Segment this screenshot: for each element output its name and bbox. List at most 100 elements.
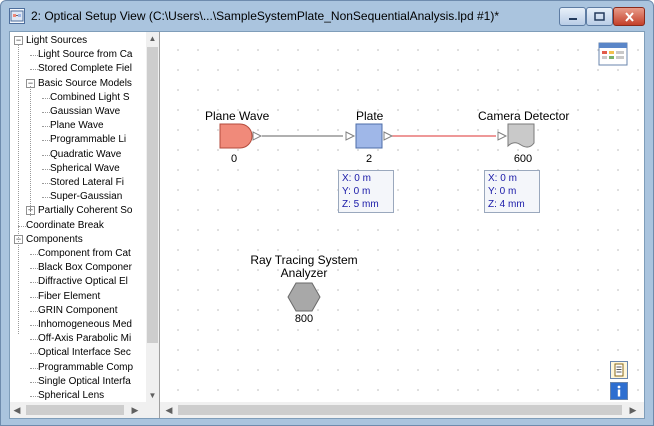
plate-label: Plate [356, 109, 384, 123]
tree-item[interactable]: Inhomogeneous Med [38, 319, 132, 330]
maximize-icon [594, 12, 605, 21]
minimize-icon [568, 17, 577, 20]
tree-connector [42, 183, 50, 184]
tree-item[interactable]: Optical Interface Sec [38, 347, 131, 359]
tree-item[interactable]: Gaussian Wave [50, 106, 121, 117]
tree-item[interactable]: Programmable Li [50, 134, 127, 146]
camera-detector-label: Camera Detector [478, 109, 570, 123]
tree-item[interactable]: Black Box Componer [38, 262, 132, 274]
tree-item[interactable]: Plane Wave [50, 120, 104, 132]
tree-vertical-scroll-thumb[interactable] [147, 47, 158, 343]
tree-connector [30, 69, 38, 71]
tree-horizontal-scroll-thumb[interactable] [26, 405, 124, 415]
tree-connector [42, 112, 50, 113]
tree-item[interactable]: Light Source from Ca [38, 49, 133, 61]
tree-item[interactable]: Super-Gaussian [50, 191, 123, 203]
tree-item[interactable]: Spherical Lens [38, 390, 105, 401]
canvas-horizontal-scroll-thumb[interactable] [178, 405, 622, 415]
tree-connector [30, 254, 38, 255]
input-port-camera[interactable] [497, 131, 508, 141]
scroll-up-icon[interactable]: ▲ [148, 34, 157, 43]
info-icon[interactable] [610, 382, 628, 400]
tree-connector [30, 367, 38, 369]
tree-vertical-scrollbar[interactable]: ▲ ▼ [146, 32, 159, 402]
plate-position-box[interactable]: X: 0 m Y: 0 m Z: 5 mm [338, 170, 394, 213]
tree-connector [30, 296, 38, 298]
tree-connector [30, 55, 38, 57]
tree-connector [30, 268, 38, 270]
scroll-right-icon[interactable]: ▶ [131, 405, 139, 415]
tree-item[interactable]: Diffractive Optical El [38, 276, 128, 288]
tree-item[interactable]: Component from Cat [38, 248, 131, 259]
optical-setup-icon[interactable] [9, 8, 25, 24]
camera-position-box[interactable]: X: 0 m Y: 0 m Z: 4 mm [484, 170, 540, 213]
maximize-button[interactable] [586, 7, 613, 26]
analyzer-number: 800 [294, 313, 314, 325]
table-icon[interactable] [598, 42, 628, 66]
plane-wave-label: Plane Wave [205, 109, 270, 123]
tree-connector [42, 97, 50, 99]
tree-guide-line [18, 44, 19, 334]
tree-guide-line [30, 86, 31, 216]
camera-detector-node[interactable] [507, 123, 535, 148]
camera-detector-number: 600 [513, 153, 533, 165]
tree-item[interactable]: Quadratic Wave [50, 148, 122, 160]
tree-item[interactable]: Combined Light S [50, 91, 130, 103]
plane-wave-node[interactable] [219, 123, 253, 149]
output-port-plate[interactable] [383, 131, 394, 141]
plane-wave-number: 0 [230, 153, 238, 165]
tree-connector [42, 126, 50, 128]
tree-connector [30, 310, 38, 312]
tree-horizontal-scrollbar[interactable]: ◀ ▶ [10, 402, 159, 418]
camera-y: Y: 0 m [488, 186, 517, 197]
canvas-horizontal-scrollbar[interactable]: ◀ ▶ [160, 402, 644, 418]
tree-connector [42, 168, 50, 170]
tree-item[interactable]: Fiber Element [38, 290, 101, 302]
scroll-down-icon[interactable]: ▼ [148, 391, 157, 400]
analyzer-label-line1: Ray Tracing System [250, 253, 358, 267]
output-port-planewave[interactable] [252, 131, 263, 141]
tree-item[interactable]: Basic Source Models [38, 77, 132, 89]
document-icon[interactable] [610, 361, 628, 379]
tree-connector [18, 225, 26, 227]
canvas-scroll-left-icon[interactable]: ◀ [165, 405, 173, 415]
tree-connector [30, 282, 38, 284]
input-port-plate[interactable] [345, 131, 356, 141]
optical-setup-canvas[interactable]: Plane Wave 0 Plate 2 X: 0 m Y: 0 m Z: 5 … [160, 32, 644, 402]
tree-item[interactable]: Stored Complete Fiel [38, 63, 132, 75]
analyzer-label-line2: Analyzer [280, 266, 328, 280]
title-bar[interactable]: 2: Optical Setup View (C:\Users\...\Samp… [1, 1, 653, 31]
tree-item[interactable]: Light Sources [26, 35, 88, 46]
tree-item[interactable]: Coordinate Break [26, 219, 104, 231]
tree-connector [42, 197, 50, 199]
tree-item[interactable]: Components [26, 233, 83, 245]
close-icon [624, 11, 634, 22]
tree-connector [30, 339, 38, 341]
canvas-scroll-right-icon[interactable]: ▶ [629, 405, 637, 415]
tree-item[interactable]: Stored Lateral Fi [50, 177, 124, 188]
tree-connector [30, 396, 38, 397]
tree-item[interactable]: Off-Axis Parabolic Mi [38, 333, 132, 345]
plate-x: X: 0 m [342, 173, 371, 184]
tree-item[interactable]: Spherical Wave [50, 162, 120, 174]
scroll-left-icon[interactable]: ◀ [13, 405, 21, 415]
connection-layer [219, 123, 535, 312]
tree-connector [30, 325, 38, 326]
tree-item[interactable]: Programmable Comp [38, 361, 134, 373]
minimize-button[interactable] [559, 7, 586, 26]
tree-item[interactable]: Single Optical Interfa [38, 375, 131, 387]
plate-y: Y: 0 m [342, 186, 371, 197]
plate-node[interactable] [355, 123, 383, 149]
tree-item[interactable]: Partially Coherent So [38, 205, 133, 217]
tree-item[interactable]: GRIN Component [38, 304, 118, 316]
tree-connector [30, 353, 38, 355]
window-title: 2: Optical Setup View (C:\Users\...\Samp… [31, 9, 500, 23]
plate-z: Z: 5 mm [342, 199, 379, 210]
analyzer-node[interactable] [287, 282, 321, 312]
camera-z: Z: 4 mm [488, 199, 525, 210]
close-button[interactable] [613, 7, 645, 26]
plate-number: 2 [365, 153, 373, 165]
